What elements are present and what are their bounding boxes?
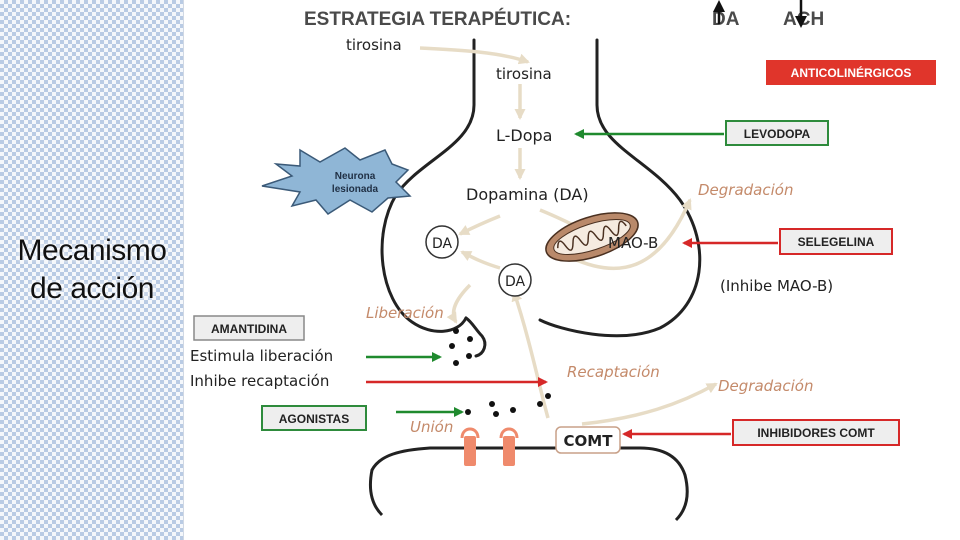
header-ach: ACH xyxy=(783,9,824,30)
label-da-vesicle-1: DA xyxy=(432,236,453,252)
label-estimula-liberacion: Estimula liberación xyxy=(190,347,333,365)
arrow-degradacion-top xyxy=(571,198,692,271)
label-dopamina: Dopamina (DA) xyxy=(466,185,589,204)
presynaptic-terminal-bulge xyxy=(464,316,487,358)
dopamine-receptor-right xyxy=(499,427,519,466)
arrow-tirosina-entry xyxy=(419,46,530,65)
label-inhibe-recaptacion: Inhibe recaptación xyxy=(190,372,329,390)
dopamine-molecules xyxy=(449,328,551,417)
mechanism-title-line1: Mecanismo xyxy=(17,234,167,267)
mechanism-title-line2: de acción xyxy=(30,272,154,305)
label-comt: COMT xyxy=(564,432,614,450)
label-recaptacion: Recaptación xyxy=(567,363,660,381)
amantidina-box xyxy=(193,315,305,341)
agonistas-label: AGONISTAS xyxy=(279,412,349,426)
arrow-degradacion-bottom xyxy=(581,382,718,426)
dopamine-receptor-left xyxy=(460,427,480,466)
label-tirosina-outside: tirosina xyxy=(346,36,402,54)
label-degradacion-bottom: Degradación xyxy=(718,377,813,395)
postsynaptic-left-body xyxy=(368,469,384,517)
label-degradacion-top: Degradación xyxy=(698,181,793,199)
comt-box xyxy=(555,426,621,454)
mitochondria xyxy=(545,212,639,262)
levodopa-label: LEVODOPA xyxy=(744,127,811,141)
mechanism-title: Mecanismo de acción xyxy=(2,232,182,308)
postsynaptic-right-body xyxy=(674,474,689,522)
arrow-recaptacion-up xyxy=(511,290,550,419)
side-divider xyxy=(183,0,184,540)
label-mao-b: MAO-B xyxy=(608,234,658,252)
selegelina-label: SELEGELINA xyxy=(798,235,875,249)
label-ldopa: L-Dopa xyxy=(496,126,552,145)
arrow-liberacion xyxy=(446,283,472,324)
postsynaptic-membrane xyxy=(370,446,687,477)
selegelina-box xyxy=(779,228,893,255)
inhibidores-comt-label: INHIBIDORES COMT xyxy=(757,426,875,440)
label-neurona-line2: lesionada xyxy=(332,184,379,195)
da-vesicle-1 xyxy=(425,225,459,259)
label-da-vesicle-2: DA xyxy=(505,274,526,290)
injured-neuron-star xyxy=(261,147,412,215)
agonistas-box xyxy=(261,405,367,431)
inhibidores-comt-box xyxy=(732,419,900,446)
anticolinergicos-label: ANTICOLINÉRGICOS xyxy=(791,65,912,80)
arrow-to-vesicle xyxy=(458,214,501,236)
arrow-dopa-recycle xyxy=(460,250,501,270)
header-da: DA xyxy=(712,9,740,30)
anticolinergicos-box xyxy=(766,60,936,85)
label-inhibe-mao-b: (Inhibe MAO-B) xyxy=(720,277,833,295)
label-neurona-line1: Neurona xyxy=(335,171,376,182)
amantidina-label: AMANTIDINA xyxy=(211,322,287,336)
header-title: ESTRATEGIA TERAPÉUTICA: xyxy=(304,8,571,30)
label-tirosina-inside: tirosina xyxy=(496,65,552,83)
da-vesicle-2 xyxy=(498,263,532,297)
presynaptic-neuron-outline xyxy=(380,38,702,338)
side-pattern-panel xyxy=(0,0,184,540)
label-union: Unión xyxy=(410,418,453,436)
label-liberacion: Liberación xyxy=(366,304,444,322)
levodopa-box xyxy=(725,120,829,146)
